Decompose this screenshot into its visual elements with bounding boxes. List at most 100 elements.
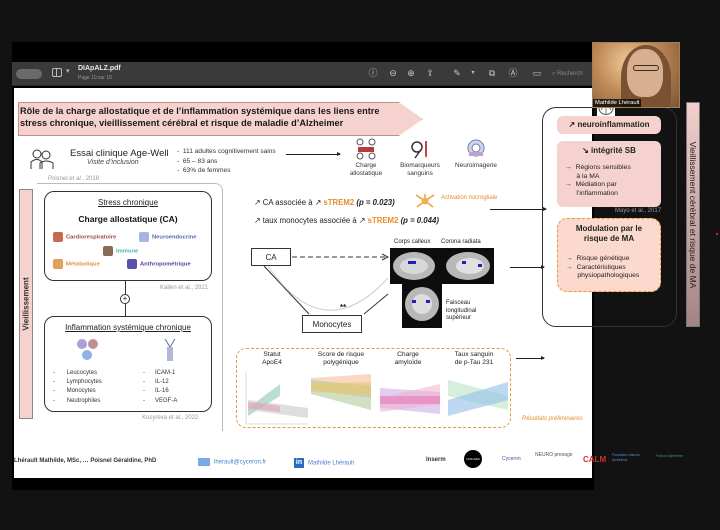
- mail-icon: [198, 458, 210, 466]
- title-line-2: stress chronique, vieillissement cérébra…: [20, 118, 344, 128]
- trial-bullets: - 111 adultes cognitivement sains - 65 –…: [177, 147, 276, 176]
- neuron-icon: [139, 232, 149, 242]
- file-name: DIApALZ.pdf: [78, 65, 121, 72]
- system-neuroendocrine: Neuroendocrine: [139, 232, 196, 242]
- pdf-toolbar: ▾ DIApALZ.pdf Page 10 sur 10 ⓘ ⊖ ⊕ ⇪ ✎ ▾…: [12, 62, 594, 86]
- indirect-path: [267, 265, 389, 311]
- measure-biomarqueurs: Biomarqueurs sanguins: [398, 138, 442, 178]
- ca-title: Charge allostatique (CA): [78, 214, 178, 224]
- participant-name: Mathilde Lhérault: [593, 99, 642, 107]
- page-indicator: Page 10 sur 10: [78, 75, 112, 81]
- plot-amyloid: [380, 384, 440, 414]
- search-field[interactable]: ⌕ Recherch: [552, 71, 583, 77]
- arrow-to-sb: [510, 265, 545, 269]
- markup-pen-icon[interactable]: ✎: [453, 68, 461, 78]
- footer-email[interactable]: lherault@cyceron.fr: [198, 458, 266, 466]
- logo-cyceron: Cyceron: [502, 456, 521, 462]
- zoom-out-icon[interactable]: ⊖: [389, 68, 397, 78]
- modulation-items: → Risque génétique → Caractéristiques ph…: [566, 255, 640, 279]
- sb-items: → Régions sensibles à la MA → Médiation …: [565, 164, 631, 197]
- slide-title: Rôle de la charge allostatique et de l’i…: [20, 105, 415, 129]
- rotate-icon[interactable]: ⧉: [488, 68, 496, 78]
- preliminary-results-box: [236, 348, 511, 428]
- trial-subtitle: Visite d’inclusion: [87, 159, 139, 166]
- arrow-to-measures: [286, 152, 341, 156]
- outcomes-box: ↗ neuroinflammation ↘ intégrité SB → Rég…: [542, 107, 677, 327]
- webcam-video-tile[interactable]: Mathilde Lhérault: [592, 42, 680, 108]
- mri-scanner-icon: [467, 139, 485, 157]
- trial-bullet: - 63% de femmes: [177, 167, 231, 174]
- vieillissement-bar: Vieillissement: [19, 189, 33, 419]
- trial-bullet: - 65 – 83 ans: [177, 157, 218, 165]
- mayo-citation: Mayo et al., 2017: [615, 208, 662, 214]
- region-corona-radiata: Corona radiata: [441, 239, 481, 245]
- logo-unicaen: UNICAEN: [464, 450, 482, 468]
- annotate-icon[interactable]: Ⓐ: [508, 68, 518, 78]
- form-fill-icon[interactable]: ▭: [532, 68, 542, 78]
- search-placeholder: Recherch: [557, 71, 583, 77]
- neuroinflammation-box: ↗ neuroinflammation: [557, 116, 661, 134]
- logo-france-alzheimer: France Alzheimer: [656, 454, 684, 458]
- connector-line: [125, 304, 126, 316]
- system-metabolique: Métabolique: [53, 259, 100, 269]
- trial-bullet: - 111 adultes cognitivement sains: [177, 148, 276, 155]
- logo-neuropresage: NEURO presage: [535, 452, 573, 458]
- inflammation-heading: Inflammation systémique chronique: [65, 323, 191, 332]
- finding-ca-strem2: ↗ CA associée à ↗ sTREM2 (p = 0.023): [254, 198, 395, 207]
- logo-inserm: Inserm: [426, 457, 446, 463]
- stress-chronique-box: Stress chronique Charge allostatique (CA…: [44, 191, 212, 281]
- body-icon: [53, 259, 63, 269]
- footer-authors: Lhérault Mathilde, MSc, … Poisnel Gérald…: [14, 458, 157, 464]
- sb-title: ↘ intégrité SB: [582, 146, 636, 155]
- plot-apoe4: [245, 372, 308, 425]
- zoom-in-icon[interactable]: ⊕: [407, 68, 415, 78]
- brain-mri-coronal: [402, 284, 442, 328]
- system-cardiorespiratoire: Cardiorespiratoire: [53, 232, 116, 242]
- elderly-couple-icon: [30, 149, 54, 169]
- ca-box: CA: [251, 248, 291, 266]
- window-controls[interactable]: [16, 69, 42, 79]
- logo-calm: CALM: [583, 455, 607, 464]
- virus-icon: [103, 246, 113, 256]
- plot-ptau: [448, 380, 508, 416]
- measure-neuroimagerie: Neuroimagerie: [450, 138, 502, 170]
- kallen-citation: Kallen et al., 2021: [160, 285, 209, 291]
- sidebar-chevron-icon[interactable]: ▾: [66, 68, 70, 75]
- trial-title: Essai clinique Age-Well: [70, 148, 169, 159]
- significance-stars: **: [340, 303, 347, 312]
- finding-monocytes-strem2: ↗ taux monocytes associée à ↗ sTREM2 (p …: [254, 216, 439, 225]
- blood-test-icon: [411, 141, 427, 159]
- ca-to-monocytes-arrow: [263, 265, 310, 315]
- network-icon: [356, 138, 376, 160]
- title-line-1: Rôle de la charge allostatique et de l’i…: [20, 106, 380, 116]
- info-icon[interactable]: ⓘ: [368, 68, 378, 78]
- system-anthropometrique: Anthropométrique: [127, 259, 191, 269]
- preliminary-results-label: Résultats préliminaires: [522, 416, 583, 422]
- kosyreva-citation: Kosyreva et al., 2022: [142, 415, 199, 421]
- region-slf: Faisceau longitudinal supérieur: [446, 300, 477, 321]
- sidebar-toggle-icon[interactable]: [52, 68, 62, 77]
- linkedin-icon: in: [294, 458, 304, 468]
- trial-citation: Poisnel et al., 2018: [48, 176, 100, 182]
- logo-fondation-vaincre-alzheimer: Fondation Vaincre Alzheimer: [612, 453, 641, 462]
- brain-mri-sagittal: [390, 248, 494, 284]
- microglia-label: Activation microgliale: [441, 195, 498, 201]
- scale-icon: [127, 259, 137, 269]
- blood-cells-icon: [77, 339, 98, 360]
- slide-page: Rôle de la charge allostatique et de l’i…: [14, 88, 592, 478]
- arrow-to-modulation: [516, 356, 545, 360]
- mediation-arrows: [263, 253, 390, 315]
- share-icon[interactable]: ⇪: [426, 68, 434, 78]
- chevron-down-icon[interactable]: ▾: [471, 70, 475, 76]
- plot-prs: [311, 374, 371, 410]
- system-immune: Immune: [103, 246, 138, 256]
- integrite-sb-box: ↘ intégrité SB → Régions sensibles à la …: [557, 141, 661, 207]
- modulation-box: Modulation par le risque de MA → Risque …: [557, 218, 661, 292]
- inflammation-box: Inflammation systémique chronique - Leuc…: [44, 316, 212, 412]
